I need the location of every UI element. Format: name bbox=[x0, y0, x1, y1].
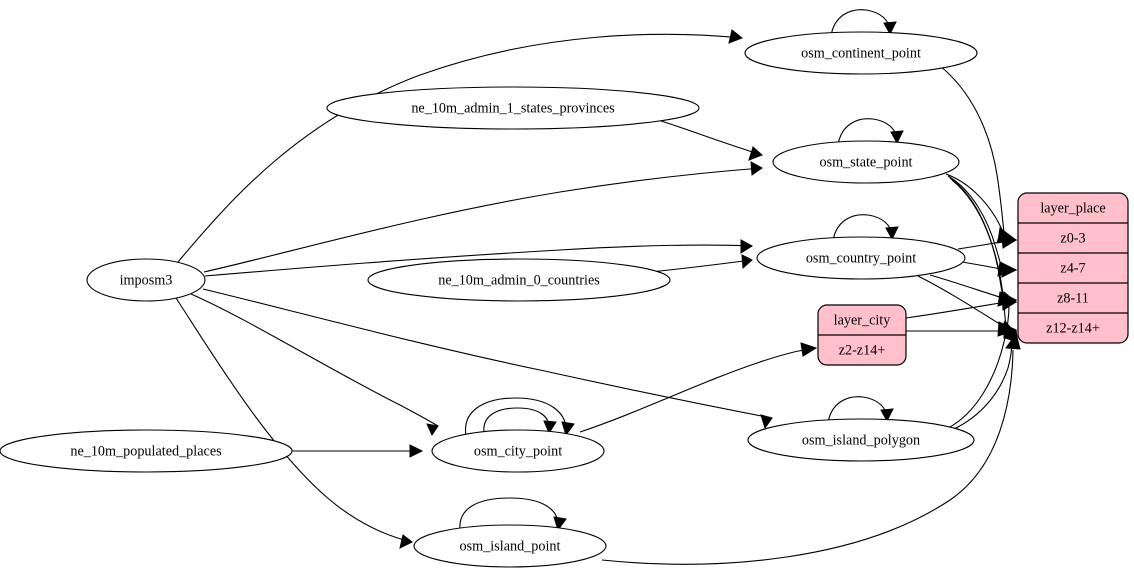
record-layer_place-row-z8-11: z8-11 bbox=[1057, 290, 1089, 306]
node-osm-continent-point-label: osm_continent_point bbox=[801, 45, 921, 61]
edge-osm_continent_point-self-loop[interactable] bbox=[830, 9, 897, 37]
node-imposm3-label: imposm3 bbox=[120, 272, 173, 288]
node-osm-state-point-label: osm_state_point bbox=[819, 154, 912, 170]
edge-imposm3-to-osm_island_point[interactable] bbox=[175, 297, 413, 549]
record-layer_city-row-title: layer_city bbox=[834, 312, 892, 328]
record-layer_city-row-z2-z14: z2-z14+ bbox=[839, 342, 886, 358]
node-osm-country-point-label: osm_country_point bbox=[806, 250, 916, 266]
record-layer_place-row-z4-7: z4-7 bbox=[1060, 260, 1085, 276]
node-osm_continent_point[interactable]: osm_continent_point bbox=[744, 31, 978, 75]
record-layer_place-row-z0-3: z0-3 bbox=[1060, 230, 1085, 246]
edge-osm_city_point-self-loop-outer[interactable] bbox=[464, 397, 575, 437]
edge-osm_city_point-self-loop-inner[interactable] bbox=[483, 407, 557, 435]
record-layer_place-row-z12-z14: z12-z14+ bbox=[1046, 320, 1100, 336]
node-ne-states-label: ne_10m_admin_1_states_provinces bbox=[411, 100, 615, 116]
edge-imposm3-to-osm_country_point[interactable] bbox=[204, 239, 753, 277]
edge-ne_countries-to-osm_country_point[interactable] bbox=[649, 254, 753, 273]
node-ne-populated-label: ne_10m_populated_places bbox=[70, 443, 222, 459]
node-ne-countries-label: ne_10m_admin_0_countries bbox=[438, 272, 600, 288]
node-osm_island_point[interactable]: osm_island_point bbox=[413, 524, 607, 568]
node-osm_island_polygon[interactable]: osm_island_polygon bbox=[747, 418, 975, 462]
record-layer_place-row-title: layer_place bbox=[1040, 200, 1105, 216]
node-ne_10m_populated_places[interactable]: ne_10m_populated_places bbox=[0, 429, 293, 473]
node-osm-island-point-label: osm_island_point bbox=[460, 538, 561, 554]
edge-osm_country_point-to-layer_place-z4-7[interactable] bbox=[961, 261, 1018, 278]
record-nodes-layer: layer_place z0-3 z4-7 z8-11 z12-z14+ lay… bbox=[817, 192, 1129, 366]
record-node-layer_place[interactable]: layer_place z0-3 z4-7 z8-11 z12-z14+ bbox=[1017, 192, 1129, 344]
edge-osm_island_point-to-layer_place-z12[interactable] bbox=[601, 332, 1021, 565]
node-osm_city_point[interactable]: osm_city_point bbox=[431, 429, 605, 473]
node-imposm3[interactable]: imposm3 bbox=[86, 258, 206, 302]
edge-imposm3-to-osm_continent_point[interactable] bbox=[177, 29, 743, 263]
node-ne_10m_admin_1_states_provinces[interactable]: ne_10m_admin_1_states_provinces bbox=[326, 86, 700, 130]
node-osm_country_point[interactable]: osm_country_point bbox=[756, 236, 966, 280]
edge-imposm3-to-osm_island_polygon[interactable] bbox=[202, 288, 773, 430]
edge-ne_populated-to-osm_city_point[interactable] bbox=[292, 444, 424, 458]
edge-osm_island_polygon-to-layer_place-z8-11[interactable] bbox=[947, 295, 1018, 429]
edges-layer bbox=[175, 9, 1021, 565]
edge-imposm3-to-osm_city_point[interactable] bbox=[190, 293, 439, 437]
edge-osm_island_polygon-self-loop[interactable] bbox=[827, 396, 894, 424]
record-node-layer_city[interactable]: layer_city z2-z14+ bbox=[817, 304, 907, 366]
edge-osm_city_point-to-layer_city-z2-z14[interactable] bbox=[579, 342, 818, 433]
edge-osm_country_point-to-layer_place-z0-3[interactable] bbox=[957, 234, 1018, 250]
node-osm-city-point-label: osm_city_point bbox=[474, 443, 562, 459]
edge-osm_country_point-self-loop[interactable] bbox=[832, 214, 899, 242]
edge-imposm3-to-osm_state_point[interactable] bbox=[203, 161, 763, 273]
edge-osm_state_point-self-loop[interactable] bbox=[837, 118, 904, 146]
nodes-layer: imposm3 ne_10m_admin_1_states_provinces … bbox=[0, 31, 978, 568]
node-osm-island-polygon-label: osm_island_polygon bbox=[802, 432, 920, 448]
node-osm_state_point[interactable]: osm_state_point bbox=[772, 140, 960, 184]
edge-ne_states-to-osm_state_point[interactable] bbox=[657, 119, 763, 161]
node-ne_10m_admin_0_countries[interactable]: ne_10m_admin_0_countries bbox=[367, 258, 671, 302]
edge-osm_island_point-self-loop[interactable] bbox=[459, 497, 567, 532]
